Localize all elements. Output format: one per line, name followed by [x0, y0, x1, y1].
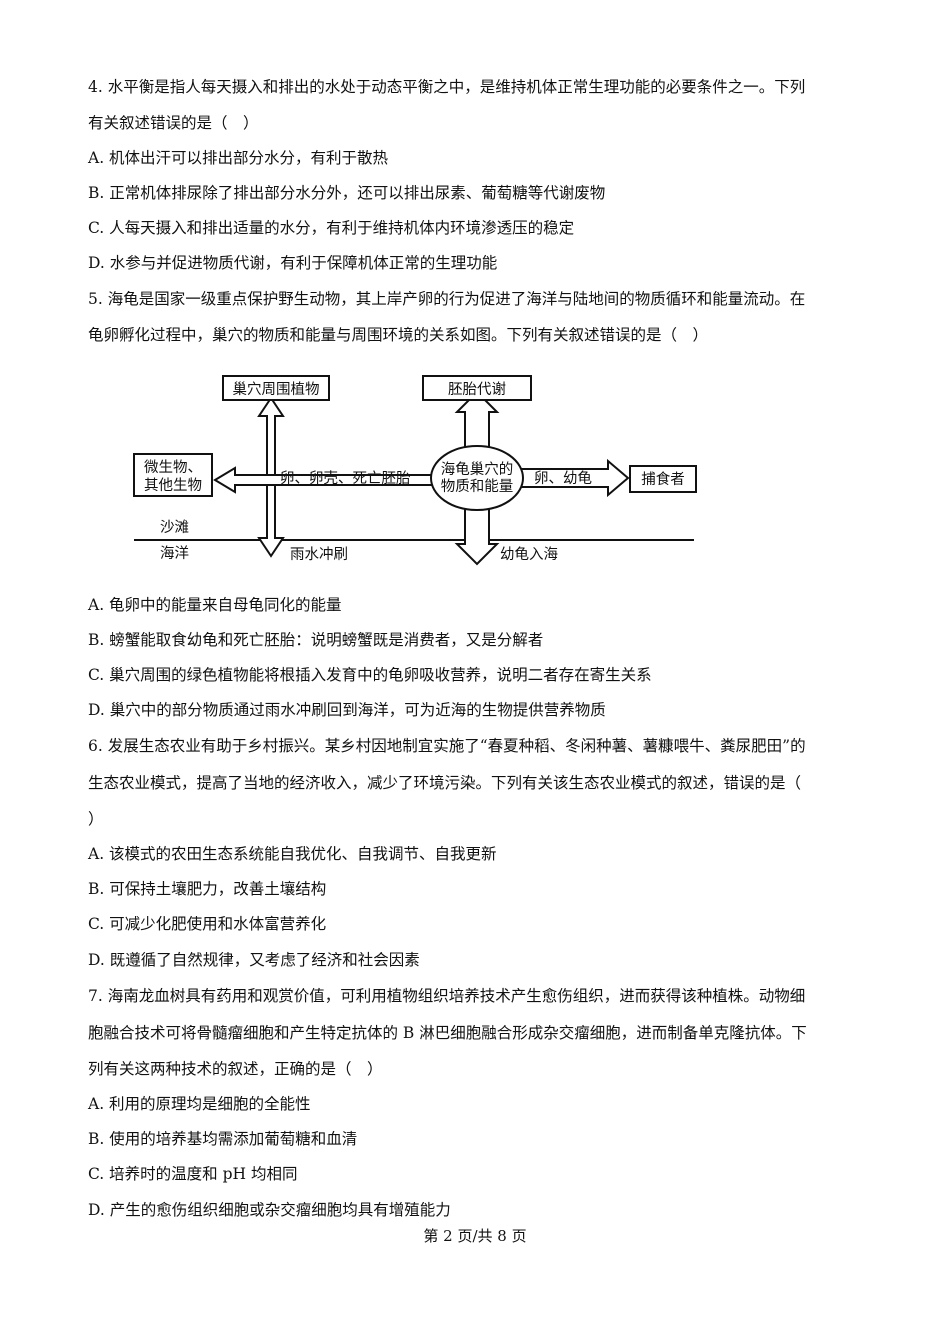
q6-stem-line3: ） — [88, 810, 104, 828]
q4-stem-line1: 4. 水平衡是指人每天摄入和排出的水处于动态平衡之中，是维持机体正常生理功能的必… — [88, 78, 806, 96]
q4-option-a: A. 机体出汗可以排出部分水分，有利于散热 — [88, 149, 389, 167]
q6-option-c: C. 可减少化肥使用和水体富营养化 — [88, 915, 327, 933]
microbes-label-line2: 其他生物 — [144, 477, 202, 494]
q4-option-d: D. 水参与并促进物质代谢，有利于保障机体正常的生理功能 — [88, 254, 498, 272]
q7-option-c: C. 培养时的温度和 pH 均相同 — [88, 1165, 298, 1183]
predator-box — [629, 465, 697, 493]
nest-label-line1: 海龟巢穴的 — [441, 461, 514, 478]
page-footer: 第 2 页/共 8 页 — [423, 1227, 527, 1245]
hatchling-label: 幼龟入海 — [500, 546, 558, 563]
q6-stem-line1: 6. 发展生态农业有助于乡村振兴。某乡村因地制宜实施了“春夏种稻、冬闲种薯、薯糠… — [88, 737, 806, 755]
q5-stem-line1: 5. 海龟是国家一级重点保护野生动物，其上岸产卵的行为促进了海洋与陆地间的物质循… — [88, 290, 806, 308]
nest-energy-diagram: 巢穴周围植物 胚胎代谢 微生物、 其他生物 捕食者 海龟巢穴的 物质和能量 卵、… — [120, 358, 710, 580]
microbes-label-line1: 微生物、 — [144, 459, 202, 476]
right-predator-arrow — [519, 458, 630, 498]
q5-option-a: A. 龟卵中的能量来自母龟同化的能量 — [88, 596, 342, 614]
beach-label: 沙滩 — [160, 519, 189, 536]
q5-option-d: D. 巢穴中的部分物质通过雨水冲刷回到海洋，可为近海的生物提供营养物质 — [88, 701, 606, 719]
q7-option-b: B. 使用的培养基均需添加葡萄糖和血清 — [88, 1130, 358, 1148]
q7-stem-line2: 胞融合技术可将骨髓瘤细胞和产生特定抗体的 B 淋巴细胞融合形成杂交瘤细胞，进而制… — [88, 1024, 807, 1042]
nest-ellipse — [430, 445, 524, 511]
q6-stem-line2: 生态农业模式，提高了当地的经济收入，减少了环境污染。下列有关该生态农业模式的叙述… — [88, 774, 802, 792]
embryo-box-label: 胚胎代谢 — [448, 381, 506, 398]
rain-label: 雨水冲刷 — [290, 546, 348, 563]
q4-option-c: C. 人每天摄入和排出适量的水分，有利于维持机体内环境渗透压的稳定 — [88, 219, 575, 237]
ocean-label: 海洋 — [160, 545, 189, 562]
q4-stem-line2: 有关叙述错误的是（ ） — [88, 114, 259, 132]
plants-box-label: 巢穴周围植物 — [233, 381, 320, 398]
q7-option-a: A. 利用的原理均是细胞的全能性 — [88, 1095, 311, 1113]
left-arrow-label: 卵、卵壳、死亡胚胎 — [280, 470, 411, 487]
q7-stem-line3: 列有关这两种技术的叙述，正确的是（ ） — [88, 1060, 383, 1078]
q5-stem-line2: 龟卵孵化过程中，巢穴的物质和能量与周围环境的关系如图。下列有关叙述错误的是（ ） — [88, 326, 709, 344]
predator-box-label: 捕食者 — [641, 471, 685, 488]
q6-option-b: B. 可保持土壤肥力，改善土壤结构 — [88, 880, 327, 898]
q7-stem-line1: 7. 海南龙血树具有药用和观赏价值，可利用植物组织培养技术产生愈伤组织，进而获得… — [88, 987, 806, 1005]
down-sea-arrow — [454, 507, 500, 566]
nest-label-line2: 物质和能量 — [441, 478, 514, 495]
q5-option-b: B. 螃蟹能取食幼龟和死亡胚胎：说明螃蟹既是消费者，又是分解者 — [88, 631, 544, 649]
q6-option-d: D. 既遵循了自然规律，又考虑了经济和社会因素 — [88, 951, 420, 969]
embryo-box — [422, 375, 532, 401]
right-arrow-label: 卵、幼龟 — [534, 470, 592, 487]
q4-option-b: B. 正常机体排尿除了排出部分水分外，还可以排出尿素、葡萄糖等代谢废物 — [88, 184, 606, 202]
nest-energy-diagram-svg: 巢穴周围植物 胚胎代谢 微生物、 其他生物 捕食者 海龟巢穴的 物质和能量 卵、… — [133, 375, 697, 566]
q6-option-a: A. 该模式的农田生态系统能自我优化、自我调节、自我更新 — [88, 845, 497, 863]
microbes-box — [133, 453, 213, 497]
plants-box — [222, 375, 330, 401]
q7-option-d: D. 产生的愈伤组织细胞或杂交瘤细胞均具有增殖能力 — [88, 1201, 451, 1219]
q5-option-c: C. 巢穴周围的绿色植物能将根插入发育中的龟卵吸收营养，说明二者存在寄生关系 — [88, 666, 652, 684]
